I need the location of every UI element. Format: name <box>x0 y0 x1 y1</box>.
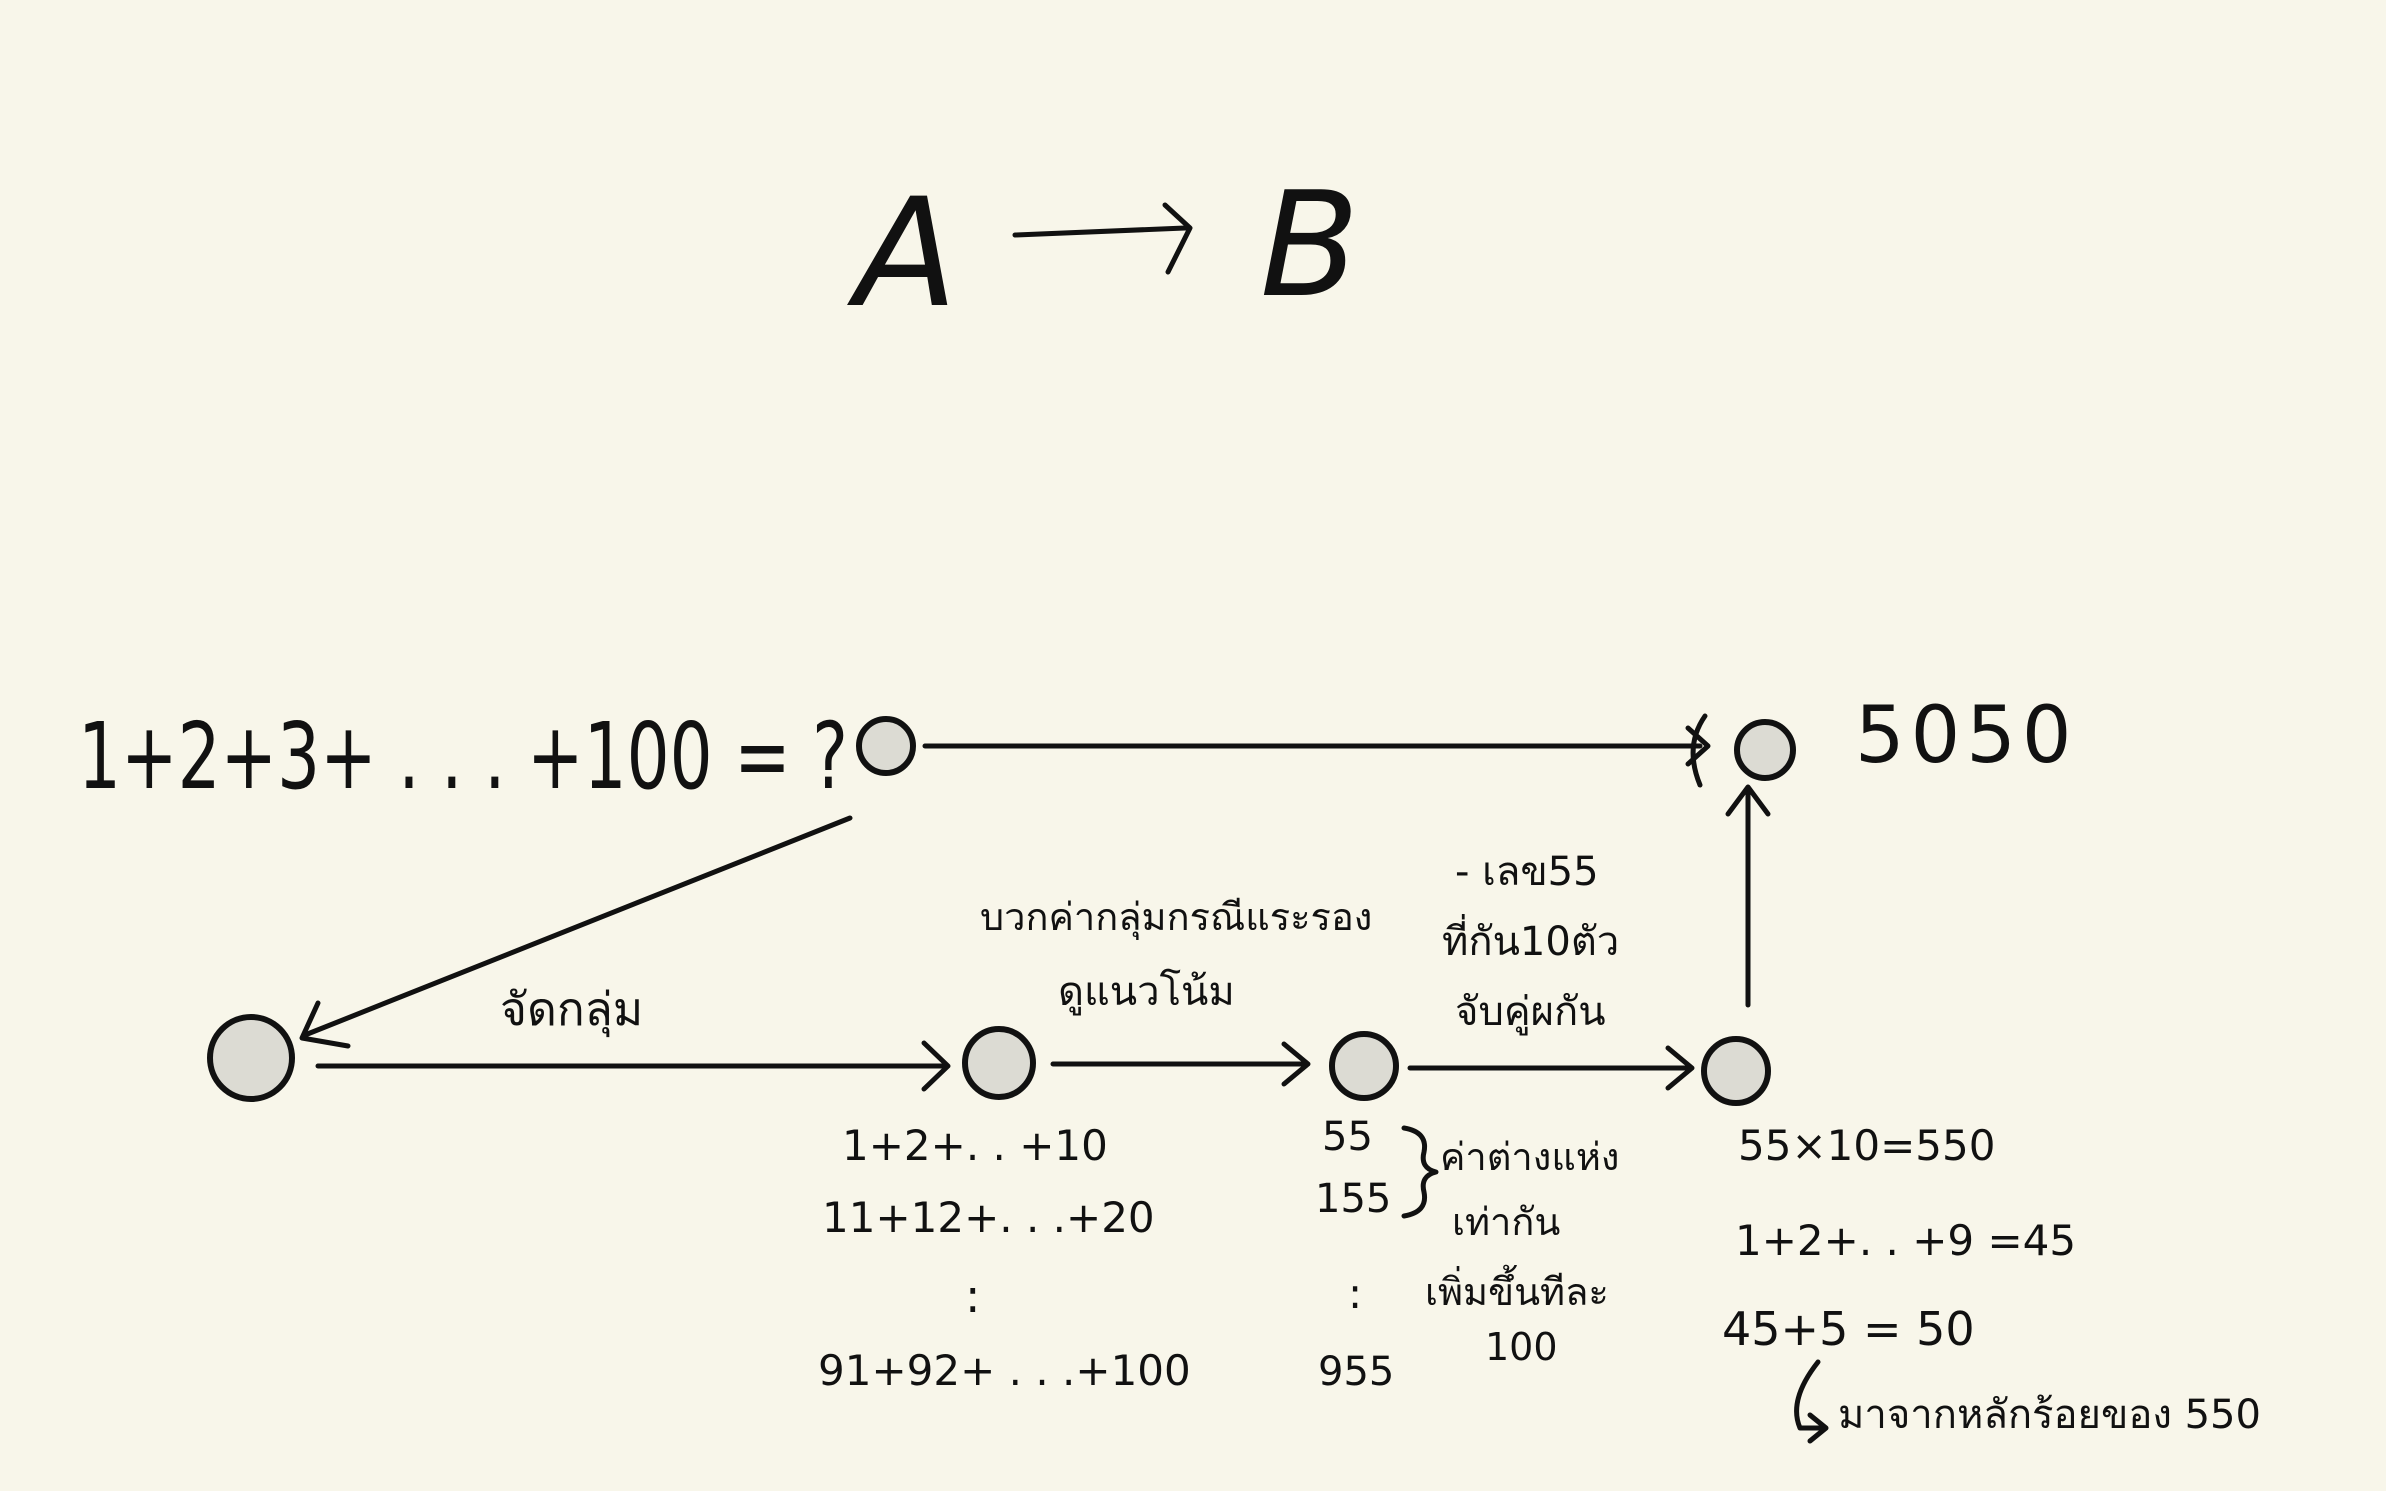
edge-split-to-sums-head <box>1281 1041 1311 1087</box>
final-calc-1: 55×10=550 <box>1738 1121 1995 1170</box>
group-row-4: 91+92+ . . .+100 <box>818 1346 1191 1395</box>
sum-note-2: เท่ากัน <box>1452 1200 1560 1244</box>
label-sum-line-2: ดูแนวโน้ม <box>1058 969 1235 1015</box>
label-group: จัดกลุ่ม <box>500 982 643 1038</box>
node-split <box>962 1026 1036 1100</box>
result-value: 5050 <box>1855 691 2078 781</box>
node-sums <box>1329 1031 1399 1101</box>
final-note-arrow <box>1794 1359 1829 1444</box>
edge-start-to-result-head <box>1685 713 1711 788</box>
group-row-2: 11+12+. . .+20 <box>822 1193 1155 1242</box>
sum-row-3: : <box>1348 1269 1362 1318</box>
title-from: A <box>847 167 958 341</box>
edge-sums-to-pairs-head <box>1665 1045 1695 1091</box>
final-note: มาจากหลักร้อยของ 550 <box>1838 1392 2261 1438</box>
sum-note-1: ค่าต่างแห่ง <box>1440 1135 1619 1179</box>
sum-row-1: 55 <box>1322 1114 1373 1160</box>
node-group <box>207 1014 295 1102</box>
node-result <box>1734 719 1796 781</box>
label-pair-line-1: - เลข55 <box>1455 849 1599 895</box>
final-calc-3: 45+5 = 50 <box>1722 1302 1975 1356</box>
group-row-1: 1+2+. . +10 <box>842 1121 1108 1170</box>
start-expression: 1+2+3+ . . . +100 = ? <box>78 703 848 810</box>
edge-start-to-group <box>302 815 853 1038</box>
sum-brace <box>1401 1125 1439 1219</box>
label-pair-line-2: ที่กัน10ตัว <box>1442 914 1619 965</box>
group-row-3: : <box>965 1269 981 1323</box>
sum-note-4: 100 <box>1485 1325 1558 1369</box>
node-pairs <box>1701 1036 1771 1106</box>
sum-note-3: เพิ่มขึ้นทีละ <box>1425 1264 1609 1314</box>
title-to: B <box>1260 161 1359 330</box>
title-arrow <box>1012 202 1193 275</box>
edge-group-to-split-head <box>921 1040 951 1092</box>
node-start <box>856 716 916 776</box>
label-pair-line-3: จับคู่ผกัน <box>1455 989 1606 1035</box>
edge-start-to-group-head <box>299 1000 351 1049</box>
edge-pairs-to-result-head <box>1725 784 1771 817</box>
label-sum-line-1: บวกค่ากลุ่มกรณีแระรอง <box>980 895 1372 940</box>
final-calc-2: 1+2+. . +9 =45 <box>1735 1216 2076 1265</box>
sum-row-4: 955 <box>1318 1349 1394 1395</box>
sum-row-2: 155 <box>1315 1176 1391 1222</box>
